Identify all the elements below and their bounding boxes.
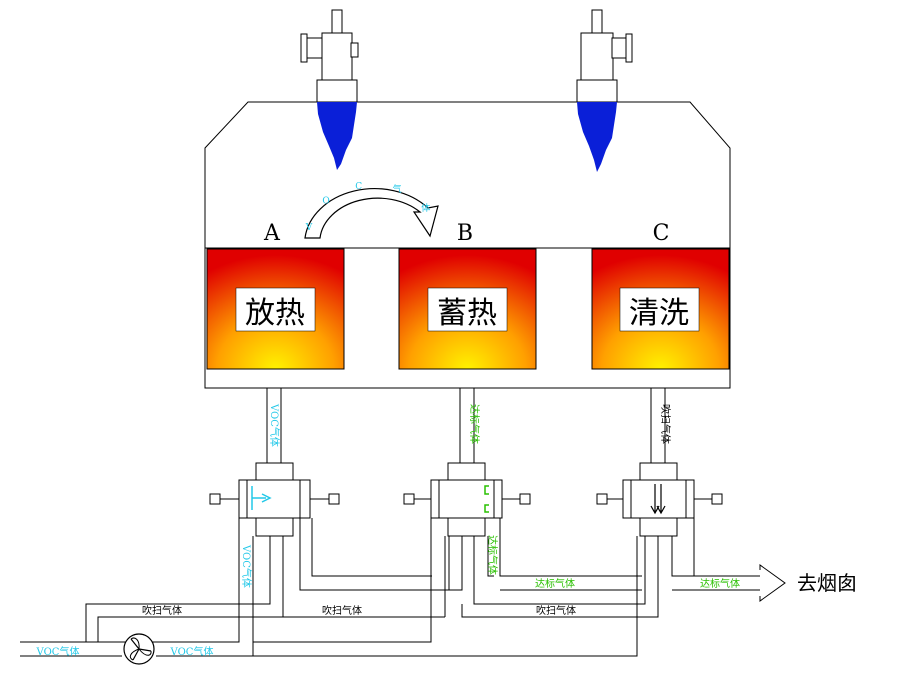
voc-inlet-label: VOC气体: [36, 645, 80, 658]
purge-label-2: 吹扫气体: [322, 604, 362, 617]
valve-b: [403, 462, 531, 537]
arc-label-char: V: [305, 223, 313, 233]
chamber-letter-a: A: [263, 221, 281, 246]
chamber-b: 蓄热: [398, 248, 537, 370]
chimney-arrow: [759, 564, 786, 602]
chamber-letter-b: B: [457, 221, 473, 246]
chamber-letter-c: C: [653, 221, 670, 246]
burner-right: [576, 9, 633, 103]
arc-label: V O C 气体: [305, 182, 430, 233]
clean-label-1: 达标气体: [535, 577, 575, 590]
arc-label-char: 体: [421, 202, 430, 214]
valve-c-flow-icon: [650, 484, 666, 515]
chamber-a-label: 放热: [245, 296, 305, 331]
arc-label-char: C: [355, 182, 362, 192]
chamber-b-label: 蓄热: [437, 296, 497, 331]
gas-flow-arrow: [304, 187, 439, 239]
purge-label-1: 吹扫气体: [142, 604, 182, 617]
voc-fan-label: VOC气体: [170, 645, 214, 658]
burner-left: [300, 9, 359, 103]
valve-c: [596, 462, 723, 537]
pipe-c-label: 吹扫气体: [659, 404, 672, 444]
chamber-c-label: 清洗: [629, 296, 689, 331]
ducting: [20, 518, 760, 657]
fan: [123, 633, 155, 665]
chimney-label: 去烟囱: [797, 571, 857, 595]
purge-label-3: 吹扫气体: [536, 604, 576, 617]
valve-b-flow-icon: [484, 485, 489, 513]
pipe-a-label: VOC气体: [268, 403, 281, 447]
valve-a: [209, 462, 340, 537]
valve-a-down-label: VOC气体: [240, 544, 253, 588]
valve-b-down-label: 达标气体: [486, 535, 499, 575]
valve-a-flow-icon: [251, 486, 272, 510]
chamber-a: 放热: [206, 248, 345, 370]
arc-label-char: O: [322, 197, 329, 207]
clean-label-2: 达标气体: [700, 577, 740, 590]
pipe-b-label: 达标气体: [468, 404, 481, 444]
flame-left: [317, 102, 357, 170]
arc-label-char: 气: [393, 183, 402, 195]
chamber-c: 清洗: [591, 248, 730, 370]
flame-right: [577, 102, 617, 172]
